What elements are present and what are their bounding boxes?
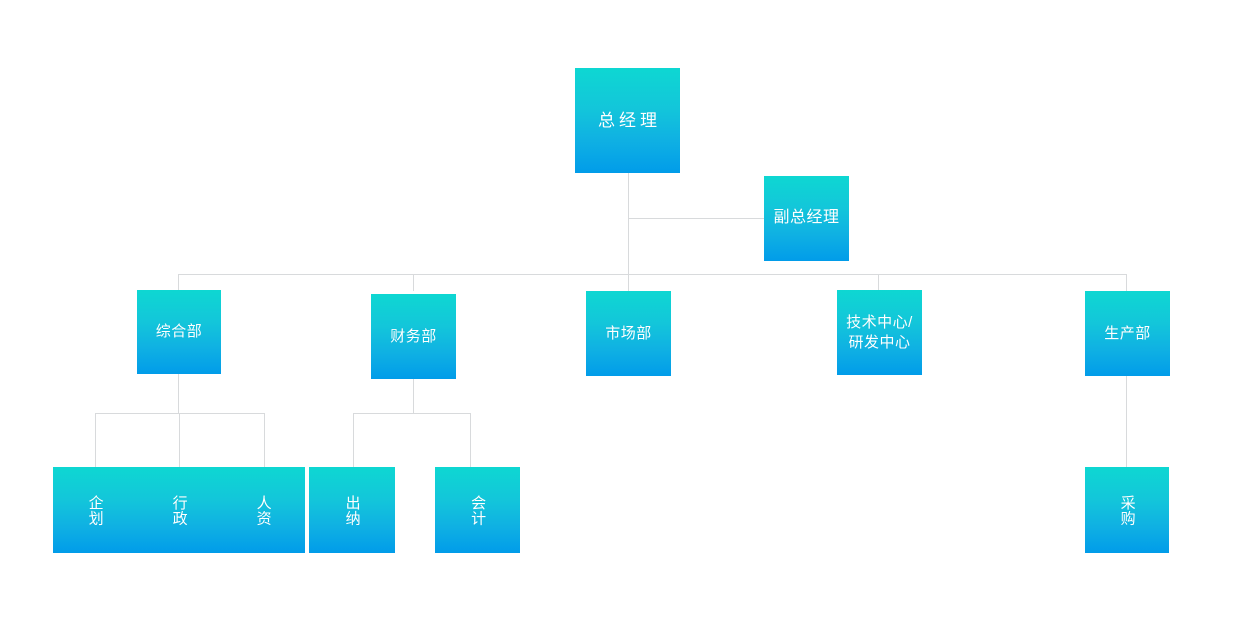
connector-level2-bus bbox=[178, 274, 1127, 275]
connector-product-to-purchase bbox=[1126, 375, 1127, 468]
node-label: 人资 bbox=[254, 494, 272, 526]
connector-drop-accounting bbox=[470, 413, 471, 468]
node-label: 会计 bbox=[469, 494, 487, 526]
node-admin-unit[interactable]: 行政 bbox=[137, 467, 221, 553]
connector-general-stem bbox=[178, 373, 179, 414]
node-production-dept[interactable]: 生产部 bbox=[1085, 291, 1170, 376]
connector-drop-finance bbox=[413, 274, 414, 291]
node-tech-rd-center[interactable]: 技术中心/研发中心 bbox=[837, 290, 922, 375]
node-accounting-unit[interactable]: 会计 bbox=[435, 467, 520, 553]
node-label: 财务部 bbox=[390, 327, 437, 345]
node-label: 企划 bbox=[86, 494, 104, 526]
node-marketing-dept[interactable]: 市场部 bbox=[586, 291, 671, 376]
node-label: 市场部 bbox=[605, 324, 652, 342]
connector-drop-planning bbox=[95, 413, 96, 468]
node-general-manager[interactable]: 总经理 bbox=[575, 68, 680, 173]
node-label: 出纳 bbox=[343, 494, 361, 526]
connector-drop-market bbox=[628, 274, 629, 292]
connector-finance-stem bbox=[413, 378, 414, 414]
node-label: 总经理 bbox=[598, 110, 661, 130]
connector-drop-product bbox=[1126, 274, 1127, 292]
node-label: 行政 bbox=[170, 494, 188, 526]
connector-gm-trunk bbox=[628, 172, 629, 292]
node-finance-dept[interactable]: 财务部 bbox=[371, 294, 456, 379]
connector-gm-to-deputy bbox=[628, 218, 765, 219]
connector-drop-tech bbox=[878, 274, 879, 291]
node-label: 副总经理 bbox=[773, 209, 840, 227]
node-purchasing-unit[interactable]: 采购 bbox=[1085, 467, 1169, 553]
connector-drop-admin bbox=[179, 413, 180, 468]
connector-general-bus bbox=[95, 413, 265, 414]
connector-drop-general bbox=[178, 274, 179, 291]
node-label-line2: 研发中心 bbox=[848, 333, 911, 351]
connector-drop-cashier bbox=[353, 413, 354, 468]
connector-finance-bus bbox=[353, 413, 471, 414]
node-planning-unit[interactable]: 企划 bbox=[53, 467, 137, 553]
node-group-general-affairs-subunits: 企划 行政 人资 bbox=[53, 467, 305, 553]
node-label-line1: 技术中心/ bbox=[846, 314, 913, 332]
node-deputy-general-manager[interactable]: 副总经理 bbox=[764, 176, 849, 261]
node-label: 技术中心/研发中心 bbox=[846, 313, 913, 351]
node-label: 综合部 bbox=[155, 323, 203, 341]
node-label: 采购 bbox=[1118, 494, 1136, 526]
node-label: 生产部 bbox=[1104, 324, 1151, 342]
node-cashier-unit[interactable]: 出纳 bbox=[309, 467, 395, 553]
node-hr-unit[interactable]: 人资 bbox=[221, 467, 305, 553]
node-general-affairs-dept[interactable]: 综合部 bbox=[137, 290, 221, 374]
connector-drop-hr bbox=[264, 413, 265, 468]
